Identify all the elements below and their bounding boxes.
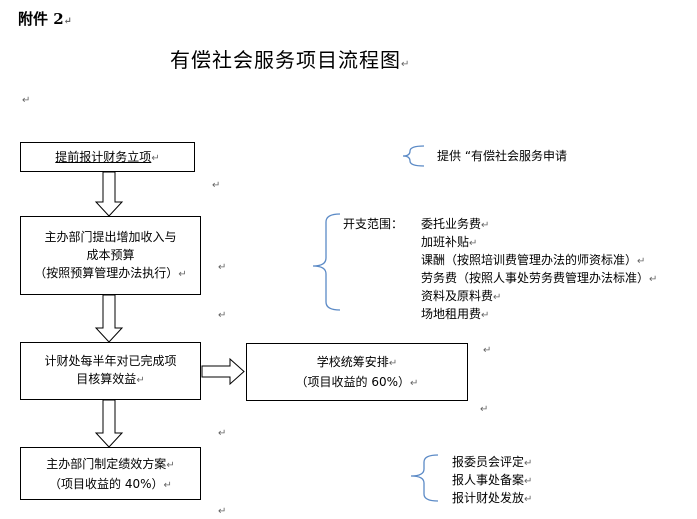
para-mark: ↵ <box>410 378 419 389</box>
brace-final <box>410 454 439 502</box>
final-item: 报委员会评定 <box>452 455 525 469</box>
para-mark: ↵ <box>63 16 73 27</box>
side-text: 学校统筹安排 <box>316 355 389 369</box>
para-mark: ↵ <box>524 458 533 469</box>
para-mark: ↵ <box>469 238 478 249</box>
expense-item: 场地租用费 <box>421 307 482 321</box>
page-title: 有偿社会服务项目流程图↵ <box>170 44 410 73</box>
provide-note-text: 提供 “有偿社会服务申请 <box>437 149 568 163</box>
step-text: 主办部门制定绩效方案 <box>46 457 167 471</box>
expense-item: 委托业务费 <box>421 217 482 231</box>
expense-item: 资料及原料费 <box>421 289 494 303</box>
para-mark: ↵ <box>524 476 533 487</box>
side-text: （项目收益的 60%） <box>295 375 411 389</box>
step-submit-project <box>20 142 195 172</box>
step-text: 成本预算 <box>86 248 135 262</box>
final-item: 报计财处发放 <box>452 491 525 505</box>
para-mark: ↵ <box>136 375 145 386</box>
arrow-down-2 <box>94 294 124 343</box>
brace-expense <box>312 213 341 311</box>
attachment-label: 附件 2↵ <box>18 8 72 29</box>
step-text: 提前报计财务立项 <box>55 150 152 164</box>
step-benefit-accounting <box>20 342 201 400</box>
para-mark: ↵ <box>218 262 227 273</box>
arrow-down-1 <box>94 171 124 217</box>
para-mark: ↵ <box>22 95 31 106</box>
page-title-text: 有偿社会服务项目流程图 <box>170 48 401 72</box>
para-mark: ↵ <box>212 180 221 191</box>
para-mark: ↵ <box>401 59 411 70</box>
step-benefit-accounting-label: 计财处每半年对已完成项 目核算效益↵ <box>20 352 201 390</box>
para-mark: ↵ <box>218 506 227 517</box>
para-mark: ↵ <box>480 404 489 415</box>
para-mark: ↵ <box>649 274 658 285</box>
para-mark: ↵ <box>166 460 175 471</box>
expense-item: 课酬（按照培训费管理办法的师资标准） <box>421 253 638 267</box>
expense-scope-label: 开支范围： <box>343 217 404 231</box>
para-mark: ↵ <box>637 256 646 267</box>
step-budget-proposal <box>20 216 201 295</box>
para-mark: ↵ <box>151 153 160 164</box>
provide-note: 提供 “有偿社会服务申请 <box>437 148 567 164</box>
para-mark: ↵ <box>388 358 398 369</box>
final-approvals: 报委员会评定↵ 报人事处备案↵ 报计财处发放↵ <box>452 454 532 508</box>
attachment-label-text: 附件 2 <box>18 10 64 28</box>
step-text: 计财处每半年对已完成项 <box>44 354 177 368</box>
step-text: （项目收益的 40%） <box>49 477 164 491</box>
step-budget-proposal-label: 主办部门提出增加收入与 成本预算 （按照预算管理办法执行）↵ <box>20 228 201 284</box>
step-text: （按照预算管理办法执行） <box>34 266 179 280</box>
final-item: 报人事处备案 <box>452 473 525 487</box>
school-allocation-label: 学校统筹安排↵ （项目收益的 60%）↵ <box>246 353 468 393</box>
arrow-right <box>201 357 245 386</box>
expense-item: 劳务费（按照人事处劳务费管理办法标准） <box>421 271 650 285</box>
para-mark: ↵ <box>524 494 533 505</box>
para-mark: ↵ <box>493 292 502 303</box>
step-submit-project-label: 提前报计财务立项↵ <box>20 148 195 168</box>
step-performance-plan-label: 主办部门制定绩效方案↵ （项目收益的 40%）↵ <box>20 455 201 495</box>
arrow-down-3 <box>94 399 124 448</box>
para-mark: ↵ <box>178 269 187 280</box>
step-text: 主办部门提出增加收入与 <box>44 230 177 244</box>
expense-list: 委托业务费↵ 加班补贴↵ 课酬（按照培训费管理办法的师资标准）↵ 劳务费（按照人… <box>421 216 657 324</box>
para-mark: ↵ <box>163 480 172 491</box>
para-mark: ↵ <box>218 428 227 439</box>
step-text: 目核算效益 <box>76 372 137 386</box>
para-mark: ↵ <box>483 345 492 356</box>
para-mark: ↵ <box>481 220 490 231</box>
step-performance-plan <box>20 447 201 500</box>
para-mark: ↵ <box>481 310 490 321</box>
expense-item: 加班补贴 <box>421 235 470 249</box>
para-mark: ↵ <box>218 310 227 321</box>
brace-provide <box>402 145 425 167</box>
school-allocation-box <box>246 343 468 401</box>
